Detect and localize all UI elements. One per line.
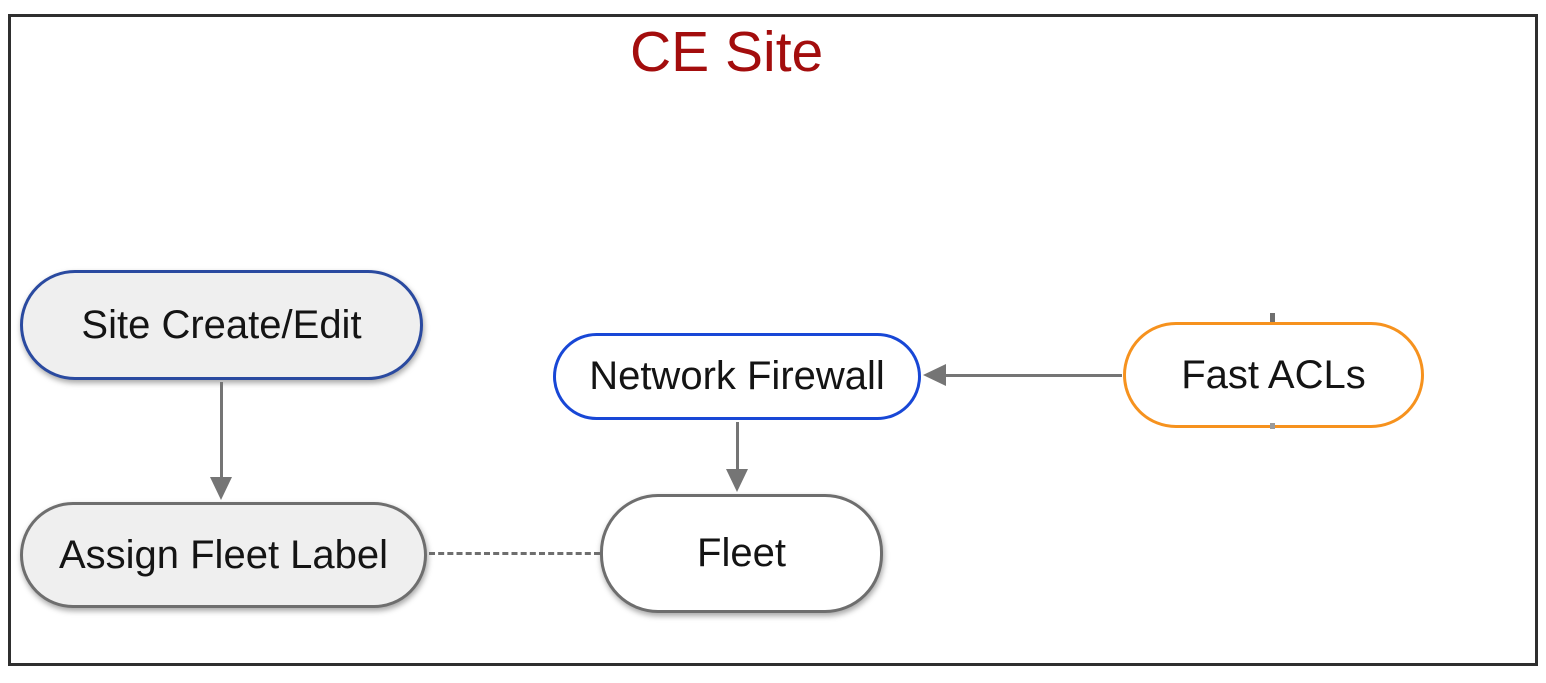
node-fast-acls-label: Fast ACLs — [1181, 352, 1366, 397]
edge-fast-acls-to-network-firewall — [946, 374, 1122, 377]
node-assign-fleet-label[interactable]: Assign Fleet Label — [20, 502, 427, 608]
node-network-firewall-label: Network Firewall — [589, 354, 885, 398]
arrowhead-down-icon — [726, 469, 748, 492]
node-site-create-edit-label: Site Create/Edit — [81, 302, 362, 347]
edge-network-firewall-to-fleet — [736, 422, 739, 469]
node-network-firewall[interactable]: Network Firewall — [553, 333, 921, 420]
diagram-title: CE Site — [630, 20, 824, 84]
node-assign-fleet-label-label: Assign Fleet Label — [58, 532, 389, 577]
edge-site-create-edit-to-assign-fleet-label — [220, 382, 223, 477]
node-fast-acls[interactable]: Fast ACLs — [1123, 322, 1424, 428]
anchor-tick-icon — [1270, 423, 1275, 429]
node-site-create-edit[interactable]: Site Create/Edit — [20, 270, 423, 380]
anchor-tick-icon — [1270, 313, 1275, 322]
node-fleet-label: Fleet — [697, 531, 786, 575]
edge-assign-fleet-label-to-fleet-dashed — [429, 552, 600, 555]
arrowhead-down-icon — [210, 477, 232, 500]
node-fleet[interactable]: Fleet — [600, 494, 883, 613]
arrowhead-left-icon — [923, 364, 946, 386]
